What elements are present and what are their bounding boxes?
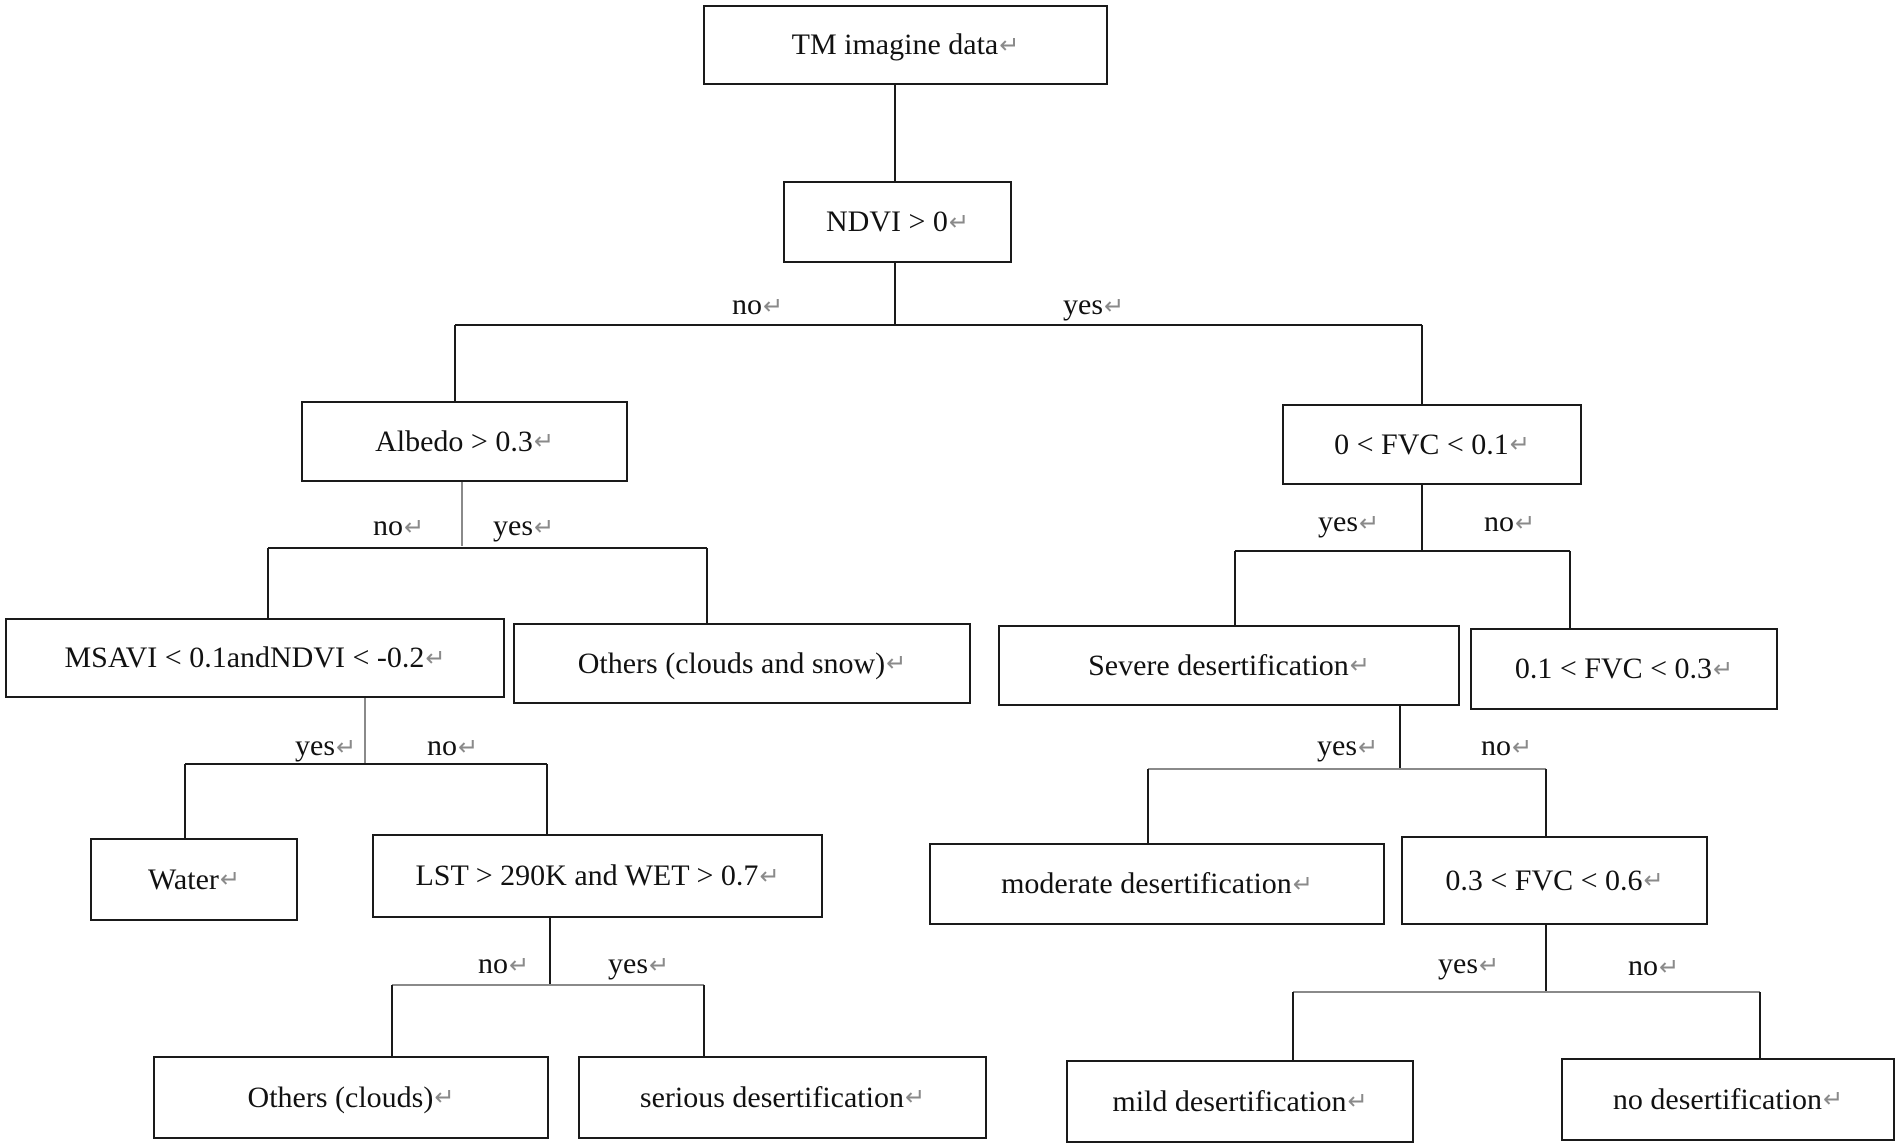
node-severe-text: Severe desertification xyxy=(1088,648,1349,682)
return-mark-icon: ↵ xyxy=(1515,511,1536,537)
node-none-text: no desertification xyxy=(1612,1082,1822,1116)
return-mark-icon: ↵ xyxy=(1659,955,1680,981)
label-fvc01-no: no↵ xyxy=(1484,505,1536,538)
return-mark-icon: ↵ xyxy=(763,294,784,320)
return-mark-icon: ↵ xyxy=(1292,871,1313,898)
node-clouds-snow-text: Others (clouds and snow) xyxy=(577,646,886,680)
label-lst-yes: yes↵ xyxy=(608,947,670,980)
return-mark-icon: ↵ xyxy=(404,515,425,541)
return-mark-icon: ↵ xyxy=(649,953,670,979)
label-msavi-yes: yes↵ xyxy=(295,729,357,762)
node-lst: LST > 290K and WET > 0.7↵ xyxy=(372,834,823,918)
node-mild: mild desertification↵ xyxy=(1066,1060,1414,1143)
return-mark-icon: ↵ xyxy=(1358,735,1379,761)
node-moderate: moderate desertification↵ xyxy=(929,843,1385,925)
node-root: TM imagine data↵ xyxy=(703,5,1108,85)
node-ndvi: NDVI > 0↵ xyxy=(783,181,1012,263)
return-mark-icon: ↵ xyxy=(948,209,969,236)
node-serious-text: serious desertification xyxy=(639,1080,904,1114)
node-serious: serious desertification↵ xyxy=(578,1056,987,1139)
node-albedo-text: Albedo > 0.3 xyxy=(375,424,533,458)
node-clouds-text: Others (clouds) xyxy=(247,1080,434,1114)
node-lst-text: LST > 290K and WET > 0.7 xyxy=(415,859,759,892)
return-mark-icon: ↵ xyxy=(425,645,446,672)
node-fvc01-text: 0 < FVC < 0.1 xyxy=(1334,427,1509,461)
return-mark-icon: ↵ xyxy=(336,735,357,761)
node-fvc36: 0.3 < FVC < 0.6↵ xyxy=(1401,836,1708,925)
return-mark-icon: ↵ xyxy=(434,1085,455,1111)
node-clouds: Others (clouds)↵ xyxy=(153,1056,549,1139)
return-mark-icon: ↵ xyxy=(904,1085,926,1111)
return-mark-icon: ↵ xyxy=(886,651,907,677)
return-mark-icon: ↵ xyxy=(1104,294,1125,320)
return-mark-icon: ↵ xyxy=(509,953,530,979)
return-mark-icon: ↵ xyxy=(458,735,479,761)
node-fvc01: 0 < FVC < 0.1↵ xyxy=(1282,404,1582,485)
label-severe-yes: yes↵ xyxy=(1317,729,1379,762)
node-fvc13: 0.1 < FVC < 0.3↵ xyxy=(1470,628,1778,710)
node-root-text: TM imagine data xyxy=(791,28,999,61)
return-mark-icon: ↵ xyxy=(1347,1089,1368,1115)
return-mark-icon: ↵ xyxy=(219,867,240,893)
return-mark-icon: ↵ xyxy=(1512,735,1533,761)
node-albedo: Albedo > 0.3↵ xyxy=(301,401,628,482)
label-fvc36-no: no↵ xyxy=(1628,949,1680,982)
node-none: no desertification↵ xyxy=(1561,1058,1895,1141)
node-moderate-text: moderate desertification xyxy=(1001,867,1292,900)
return-mark-icon: ↵ xyxy=(1509,432,1530,458)
label-msavi-no: no↵ xyxy=(427,729,479,762)
return-mark-icon: ↵ xyxy=(1349,653,1370,679)
node-clouds-snow: Others (clouds and snow)↵ xyxy=(513,623,971,704)
label-fvc01-yes: yes↵ xyxy=(1318,505,1380,538)
node-fvc36-text: 0.3 < FVC < 0.6 xyxy=(1445,863,1643,897)
node-msavi: MSAVI < 0.1andNDVI < -0.2↵ xyxy=(5,618,505,698)
return-mark-icon: ↵ xyxy=(534,515,555,541)
return-mark-icon: ↵ xyxy=(759,863,780,890)
node-ndvi-text: NDVI > 0 xyxy=(825,205,948,238)
return-mark-icon: ↵ xyxy=(1479,953,1500,979)
label-severe-no: no↵ xyxy=(1481,729,1533,762)
node-severe: Severe desertification↵ xyxy=(998,625,1460,706)
return-mark-icon: ↵ xyxy=(533,429,554,455)
return-mark-icon: ↵ xyxy=(1822,1087,1844,1113)
node-fvc13-text: 0.1 < FVC < 0.3 xyxy=(1514,652,1713,685)
node-msavi-text: MSAVI < 0.1andNDVI < -0.2 xyxy=(64,641,425,674)
node-water: Water↵ xyxy=(90,838,298,921)
return-mark-icon: ↵ xyxy=(999,32,1020,59)
label-albedo-no: no↵ xyxy=(373,509,425,542)
label-fvc36-yes: yes↵ xyxy=(1438,947,1500,980)
node-water-text: Water xyxy=(148,862,219,896)
return-mark-icon: ↵ xyxy=(1713,656,1734,683)
label-lst-no: no↵ xyxy=(478,947,530,980)
label-ndvi-no: no↵ xyxy=(732,288,784,321)
label-ndvi-yes: yes↵ xyxy=(1063,288,1125,321)
node-mild-text: mild desertification xyxy=(1112,1084,1347,1118)
return-mark-icon: ↵ xyxy=(1643,868,1664,894)
return-mark-icon: ↵ xyxy=(1359,511,1380,537)
label-albedo-yes: yes↵ xyxy=(493,509,555,542)
